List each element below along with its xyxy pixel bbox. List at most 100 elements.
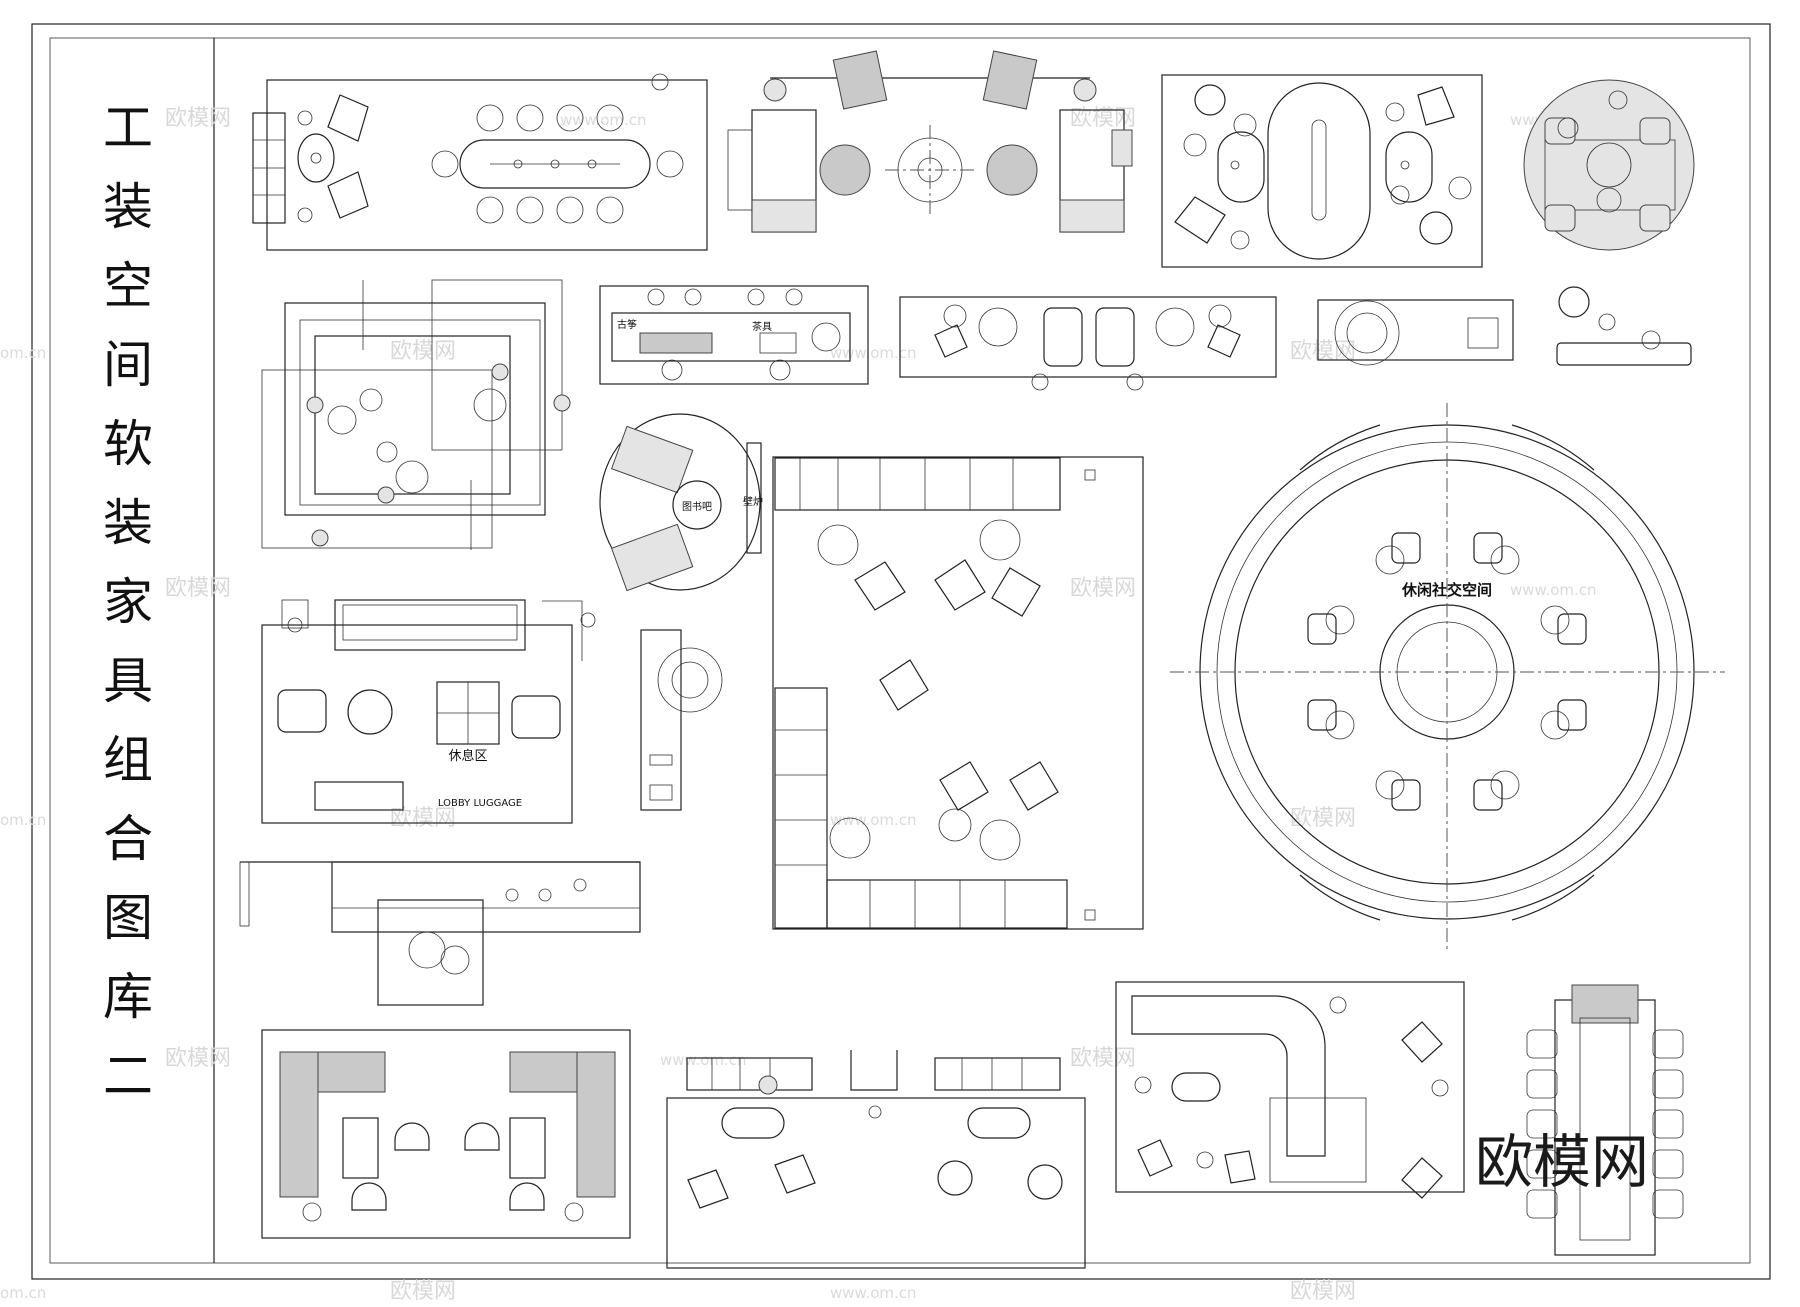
potted-plant [657, 647, 723, 713]
sofa-bottom [826, 879, 1068, 929]
watermark-cn: 欧模网 [1070, 1046, 1136, 1071]
armchair [854, 561, 906, 611]
long-dining-block [1526, 984, 1684, 1256]
guzheng-label: 古筝 [617, 318, 637, 331]
person [769, 359, 791, 381]
tea-set-label: 茶具 [752, 320, 772, 333]
armchair [1391, 532, 1421, 564]
armchair [1137, 1139, 1173, 1177]
armchair [934, 324, 968, 358]
title-char: 二 [103, 1047, 153, 1105]
title-char: 装 [103, 494, 153, 552]
person [758, 1075, 778, 1095]
person [553, 394, 571, 412]
armchair [277, 689, 327, 733]
title-char: 家 [103, 573, 153, 631]
lounge-chair [1417, 86, 1455, 126]
armchair [610, 425, 694, 494]
armchair [1473, 532, 1503, 564]
fireplace [746, 442, 762, 554]
watermark-url: www.om.cn [830, 344, 917, 362]
title-char: 工 [103, 99, 153, 157]
armchair [982, 50, 1038, 110]
lounge-chair [1174, 196, 1226, 244]
coffee-table [297, 133, 335, 183]
sofa-top [774, 457, 1061, 511]
sheet-title: 工 装 空 间 软 装 家 具 组 合 图 库 二 [103, 99, 153, 1105]
armchair [832, 50, 888, 110]
person [311, 529, 329, 547]
chair [464, 1122, 500, 1151]
potted-plant [408, 931, 446, 969]
armchair [879, 659, 929, 711]
armchair [1095, 307, 1135, 367]
person [1641, 330, 1661, 350]
armchair [937, 1160, 973, 1196]
watermark-url: www.om.cn [660, 1051, 747, 1069]
armchair [1558, 286, 1590, 318]
curved-sofa-block [1115, 981, 1465, 1199]
chair [351, 1182, 387, 1211]
chair [509, 1182, 545, 1211]
sofa [334, 599, 526, 651]
person [661, 359, 683, 381]
sofa-left [774, 687, 828, 929]
title-char: 组 [103, 731, 153, 789]
armchair [939, 761, 989, 811]
twin-office-block [261, 1029, 631, 1239]
title-char: 具 [103, 652, 153, 710]
lounge-chair [327, 94, 369, 142]
person [491, 363, 509, 381]
armchair [1009, 761, 1059, 811]
watermark-cn: 欧模网 [1290, 1279, 1356, 1304]
chair [394, 1122, 430, 1151]
watermark-cn: 欧模网 [1290, 806, 1356, 831]
lounge-chair [1194, 84, 1226, 116]
watermark-url: om.cn [0, 344, 46, 362]
watermark-url: www.om.cn [1510, 581, 1597, 599]
person [377, 486, 395, 504]
watermark-url: www.om.cn [830, 1284, 917, 1302]
armchair [1043, 307, 1083, 367]
plant-strip-block [1317, 299, 1514, 366]
watermark-cn: 欧模网 [390, 1279, 456, 1304]
curved-sofa [1131, 995, 1326, 1157]
watermark-cn: 欧模网 [1070, 576, 1136, 601]
armchair [1391, 779, 1421, 811]
fireplace-label: 壁炉 [743, 495, 763, 508]
social-space-label: 休闲社交空间 [1401, 581, 1492, 599]
lobby-lounge-block: 休息区 LOBBY LUGGAGE [261, 599, 596, 824]
lounge-chair [1419, 211, 1453, 245]
watermark-cn: 欧模网 [390, 339, 456, 364]
potted-plant [440, 945, 470, 975]
sofa-bench-block [899, 296, 1277, 391]
brand-logo: 欧模网 [1475, 1128, 1649, 1196]
title-char: 库 [103, 968, 153, 1026]
armchair [1401, 1021, 1443, 1063]
armchair [511, 695, 561, 739]
title-char: 间 [103, 336, 153, 394]
counter-planter-block [239, 861, 641, 1006]
armchair [1557, 613, 1587, 645]
title-char: 图 [103, 889, 153, 947]
lounge-chair [327, 171, 369, 219]
outer-border [31, 23, 1771, 1280]
round-dining-block [1523, 79, 1695, 251]
armchair [991, 567, 1041, 617]
watermark-cn: 欧模网 [165, 576, 231, 601]
l-desk [576, 1051, 616, 1198]
sofa [934, 1057, 1061, 1091]
armchair [1207, 324, 1241, 358]
l-desk [279, 1051, 319, 1198]
tea-guzheng-block: 古筝 茶具 [599, 285, 869, 385]
watermark-cn: 欧模网 [165, 106, 231, 131]
armchair [1401, 1157, 1443, 1199]
round-table [672, 480, 722, 530]
title-char: 空 [103, 257, 153, 315]
oval-table-block [1161, 74, 1483, 268]
armchair [610, 523, 694, 592]
library-bar-label: 图书吧 [682, 501, 712, 513]
sofa [686, 1057, 813, 1091]
armchair [774, 1154, 816, 1194]
watermark-url: www.om.cn [560, 111, 647, 129]
